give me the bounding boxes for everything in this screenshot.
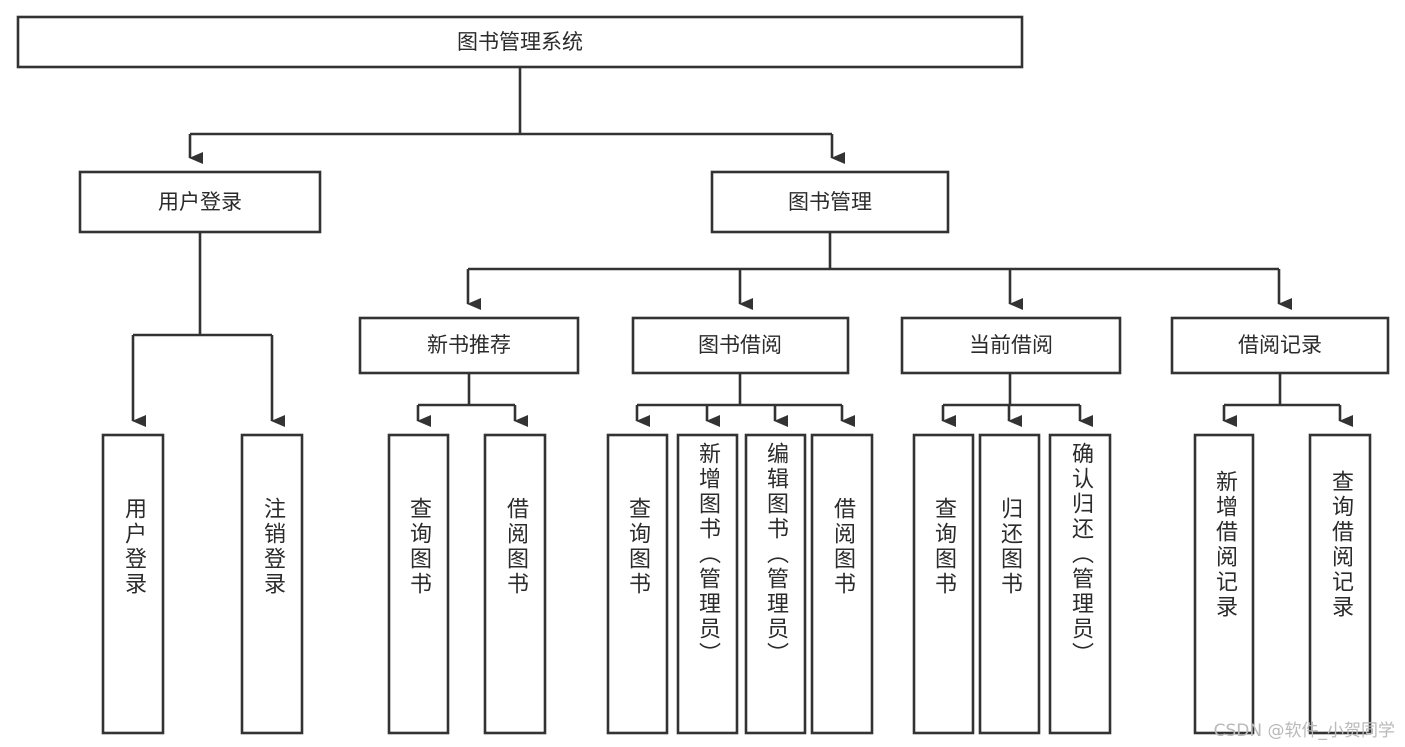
node-book-borrow[interactable]: 图书借阅 (631, 316, 850, 375)
node-current-borrow[interactable]: 当前借阅 (900, 316, 1122, 375)
node-user-login-label: 用户登录 (158, 190, 242, 214)
node-leaf-confirm-return-box[interactable] (1048, 433, 1112, 735)
node-leaf-borrow-book-2-box[interactable] (810, 433, 874, 735)
node-current-borrow-box[interactable] (900, 316, 1122, 375)
node-root-box[interactable] (16, 15, 1024, 69)
node-book-management-box[interactable] (710, 170, 950, 234)
node-leaf-user-login-box[interactable] (101, 433, 165, 735)
node-leaf-query-record-box[interactable] (1308, 433, 1372, 735)
node-leaf-logout-box[interactable] (240, 433, 304, 735)
node-book-borrow-label: 图书借阅 (698, 333, 782, 357)
node-leaf-query-book-1-box[interactable] (387, 433, 450, 735)
node-book-borrow-box[interactable] (631, 316, 850, 375)
leaf-box-group (101, 433, 1372, 735)
node-root-label: 图书管理系统 (457, 30, 583, 54)
node-current-borrow-label: 当前借阅 (969, 333, 1053, 357)
node-user-login-box[interactable] (78, 170, 322, 234)
node-leaf-query-book-3-box[interactable] (912, 433, 975, 735)
node-leaf-edit-book-box[interactable] (744, 433, 807, 735)
node-new-book-recommend[interactable]: 新书推荐 (358, 316, 580, 375)
node-new-book-recommend-box[interactable] (358, 316, 580, 375)
connector-group (131, 67, 1353, 427)
node-root[interactable]: 图书管理系统 (16, 15, 1024, 69)
node-leaf-add-book-box[interactable] (676, 433, 739, 735)
node-new-book-recommend-label: 新书推荐 (427, 333, 511, 357)
node-borrow-record-box[interactable] (1170, 316, 1390, 375)
node-borrow-record-label: 借阅记录 (1238, 333, 1322, 357)
node-leaf-borrow-book-1-box[interactable] (483, 433, 547, 735)
node-leaf-add-record-box[interactable] (1193, 433, 1255, 735)
node-borrow-record[interactable]: 借阅记录 (1170, 316, 1390, 375)
node-book-management-label: 图书管理 (788, 190, 872, 214)
node-leaf-return-book-box[interactable] (978, 433, 1041, 735)
node-leaf-query-book-2-box[interactable] (606, 433, 669, 735)
node-user-login[interactable]: 用户登录 (78, 170, 322, 234)
node-book-management[interactable]: 图书管理 (710, 170, 950, 234)
